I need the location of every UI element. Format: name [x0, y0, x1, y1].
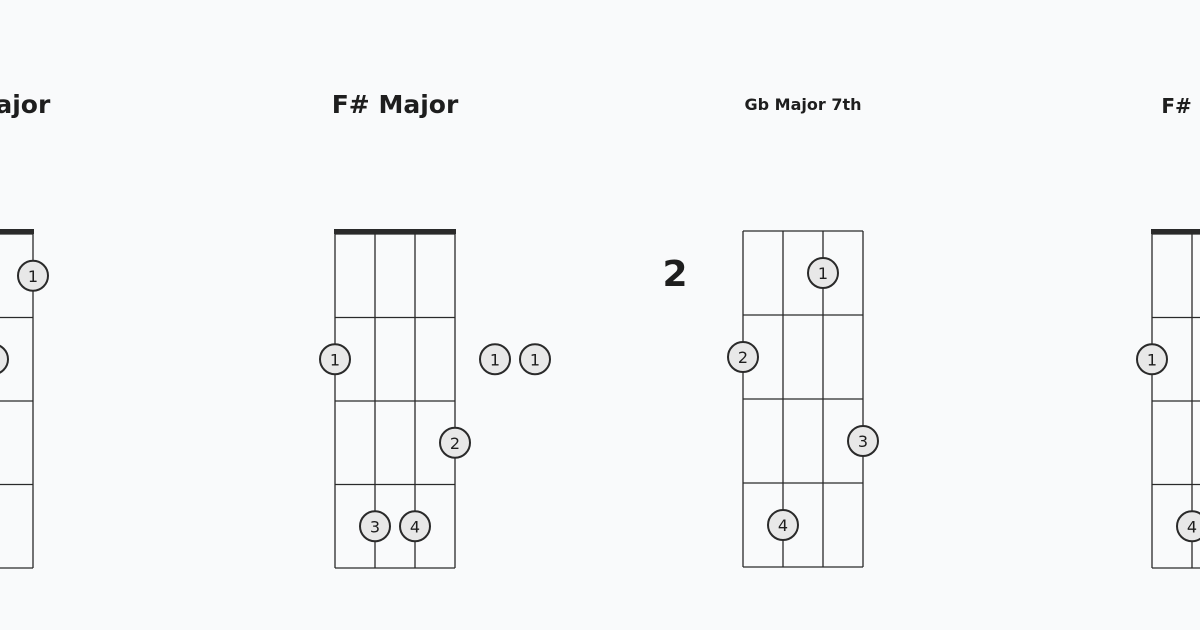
chord-title: F# Major — [332, 90, 459, 119]
finger-dot-circle — [767, 509, 799, 541]
finger-dot-circle — [17, 259, 49, 292]
finger-dot: 2 — [0, 344, 9, 374]
chords-layer: F# Major 1 2 F# Major 1 2 3 4 1 1 Gb Major 7th 2 1 2 3… — [0, 90, 1200, 569]
finger-number: 4 — [1187, 517, 1197, 536]
finger-dot: 4 — [1176, 510, 1200, 543]
finger-dot: 1 — [17, 259, 49, 292]
nut-bar — [0, 229, 34, 234]
finger-dot-circle — [1176, 510, 1200, 543]
finger-number: 2 — [738, 348, 748, 367]
finger-dot-circle — [0, 344, 9, 374]
chord-title: F# Major — [0, 90, 51, 119]
finger-dot: 4 — [767, 509, 799, 541]
finger-number: 1 — [490, 350, 500, 369]
finger-number: 1 — [530, 350, 540, 369]
finger-number: 1 — [330, 350, 340, 369]
finger-dot: 1 — [807, 257, 839, 289]
finger-number: 3 — [858, 432, 868, 451]
chord-title: Gb Major 7th — [745, 95, 862, 114]
chord-title: F# Major — [1161, 94, 1200, 118]
finger-number: 4 — [410, 517, 420, 536]
finger-dot-circle — [847, 425, 879, 457]
chord-diagram-1: F# Major 1 2 — [0, 90, 51, 569]
finger-dot-circle — [479, 343, 511, 376]
nut-bar — [1151, 229, 1200, 234]
finger-dot: 1 — [319, 343, 351, 376]
chord-diagram-2: F# Major 1 2 3 4 1 1 — [319, 90, 551, 569]
finger-dot-circle — [319, 343, 351, 376]
finger-number: 1 — [28, 267, 38, 286]
fret-position-label: 2 — [662, 254, 687, 295]
finger-dot: 2 — [727, 341, 759, 373]
finger-number: 1 — [818, 264, 828, 283]
legend-finger-dot: 1 — [519, 343, 551, 376]
finger-dot-circle — [359, 510, 391, 543]
finger-dot-circle — [727, 341, 759, 373]
finger-dot-circle — [807, 257, 839, 289]
finger-dot-circle — [399, 510, 431, 543]
finger-dot: 3 — [847, 425, 879, 457]
finger-dot: 1 — [1136, 343, 1168, 376]
finger-dot: 2 — [439, 426, 471, 459]
finger-number: 4 — [778, 516, 788, 535]
finger-number: 2 — [450, 434, 460, 453]
finger-dot-circle — [439, 426, 471, 459]
nut-bar — [334, 229, 456, 234]
finger-dot: 4 — [399, 510, 431, 543]
chord-diagram-4: F# Major 1 4 — [1136, 94, 1200, 569]
finger-dot: 3 — [359, 510, 391, 543]
finger-dot-circle — [519, 343, 551, 376]
finger-dot-circle — [1136, 343, 1168, 376]
finger-number: 1 — [1147, 350, 1157, 369]
finger-number: 3 — [370, 517, 380, 536]
chord-diagram-3: Gb Major 7th 2 1 2 3 4 — [662, 95, 879, 568]
legend-finger-dot: 1 — [479, 343, 511, 376]
